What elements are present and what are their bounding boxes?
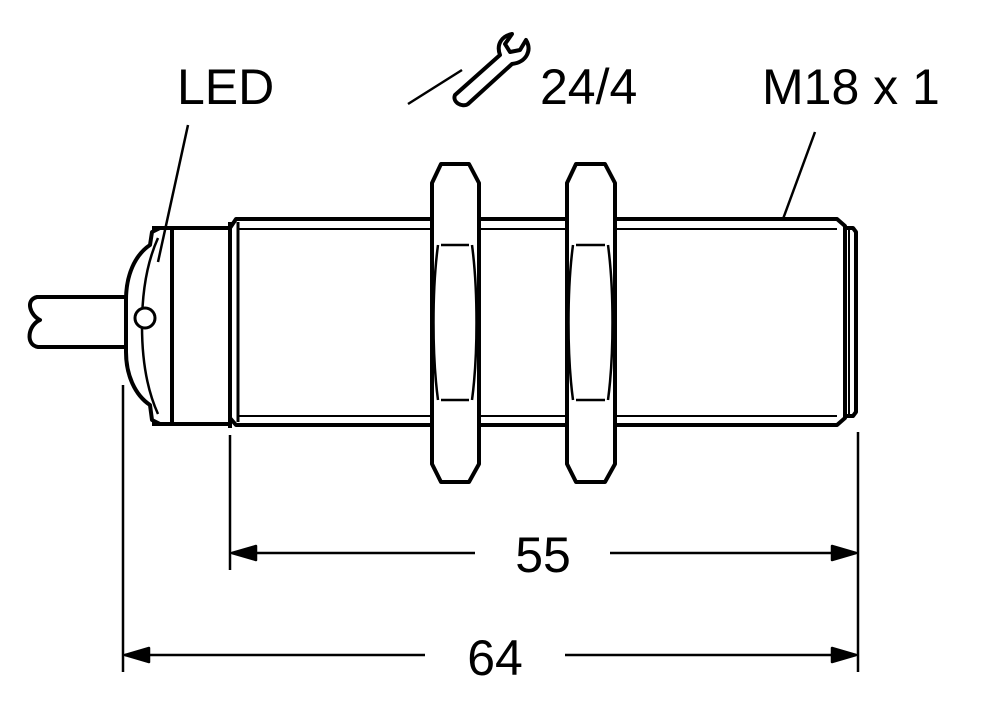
dimension-line-55 [230,544,858,562]
led-leader [156,124,190,263]
threaded-body [228,217,858,427]
extension-lines [121,385,860,672]
hex-nut-1 [430,162,481,484]
led-cap [124,226,161,426]
wrench-leader [407,68,463,106]
led-label: LED [177,59,274,115]
cable [27,295,128,349]
thread-leader [781,131,817,220]
thread-label: M18 x 1 [762,59,940,115]
rear-housing [152,222,232,428]
wrench-icon [452,32,531,108]
dimension-line-64 [123,646,858,664]
dimension-55-label: 55 [515,527,571,583]
hex-nut-2 [565,162,617,484]
wrench-size-label: 24/4 [540,59,637,115]
dimension-64-label: 64 [467,630,523,686]
